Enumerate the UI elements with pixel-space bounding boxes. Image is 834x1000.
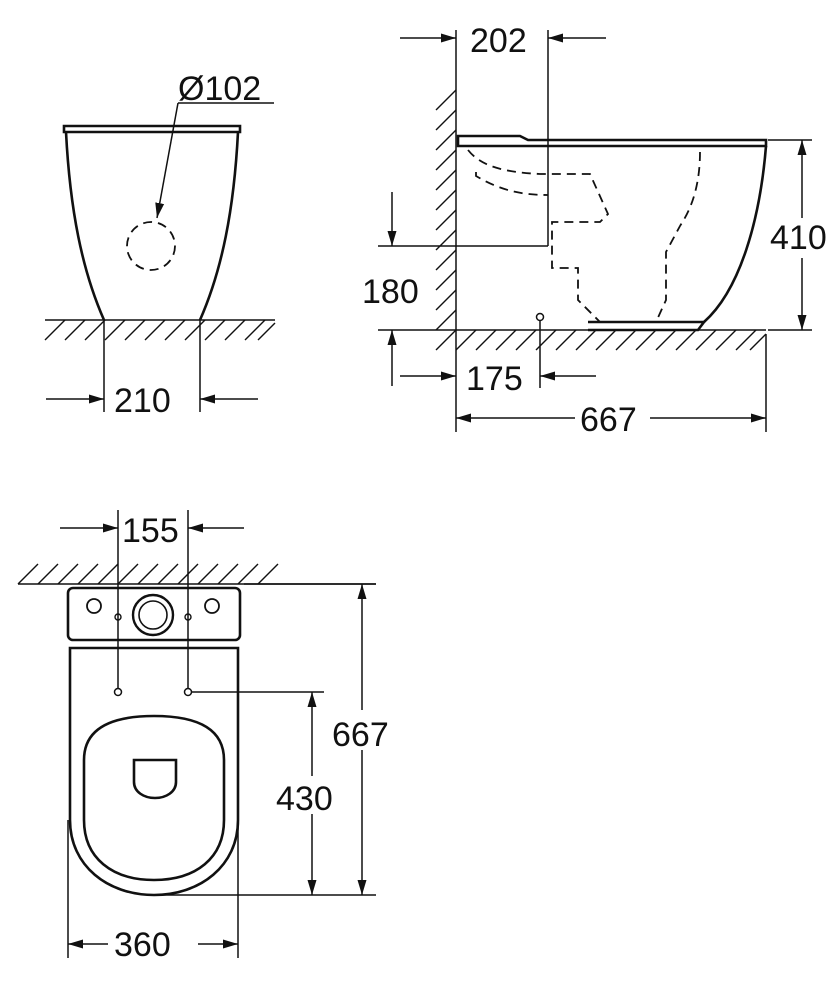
top-depth-label: 667 xyxy=(332,716,389,754)
fixing-spacing-label: 155 xyxy=(122,512,179,550)
top-view: 155 667 430 360 xyxy=(17,510,389,964)
side-view: 202 410 180 175 667 xyxy=(362,22,834,439)
fixing-offset-label: 175 xyxy=(466,360,523,398)
outlet-height-label: 180 xyxy=(362,273,419,311)
floor-hatch-side xyxy=(435,329,767,351)
outlet-offset-label: 202 xyxy=(470,22,527,60)
base-width-label: 210 xyxy=(114,382,171,420)
width-label: 360 xyxy=(114,926,171,964)
floor-hatch-front xyxy=(44,319,276,341)
side-depth-label: 667 xyxy=(580,401,637,439)
wall-hatch xyxy=(435,89,457,331)
front-view: Ø102 210 xyxy=(44,70,276,420)
height-label: 410 xyxy=(770,219,827,257)
wall-hatch-top xyxy=(17,563,279,585)
fixing-to-front-label: 430 xyxy=(276,780,333,818)
outlet-diameter-label: Ø102 xyxy=(178,70,261,108)
